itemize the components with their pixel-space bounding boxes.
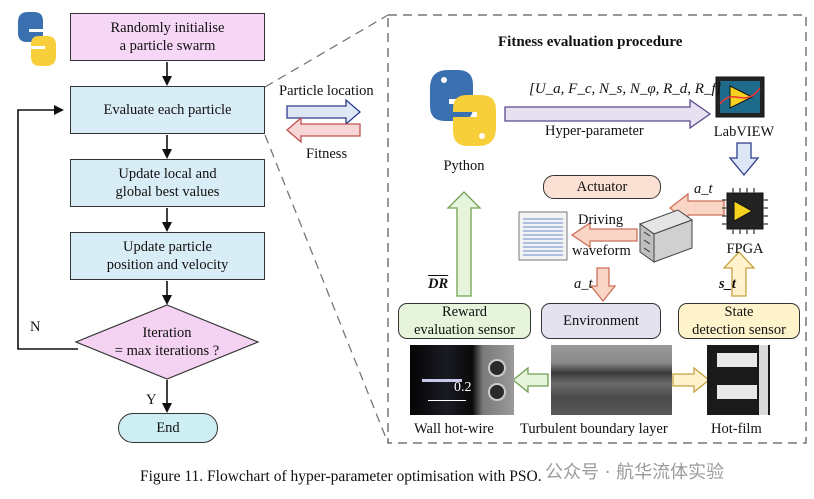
update-best-line-2: global best values [115, 184, 220, 200]
turbulent-wallwire-arrow [511, 366, 549, 394]
procedure-frame [387, 14, 807, 444]
reward-python-arrow [446, 191, 482, 297]
state-label: s_t [719, 276, 736, 292]
hot-film-photo [707, 345, 770, 415]
device-waveform-arrow [570, 221, 638, 249]
waveform-image [518, 211, 568, 261]
hyper-parameter-label: Hyper-parameter [545, 123, 644, 139]
update-best-box: Update local and global best values [70, 159, 265, 207]
state-fpga-arrow [722, 251, 756, 297]
end-label: End [156, 420, 180, 436]
update-best-line-1: Update local and [118, 166, 217, 182]
update-position-line-1: Update particle [123, 239, 212, 255]
end-box: End [118, 413, 218, 443]
init-line-2: a particle swarm [119, 38, 216, 54]
hyper-parameter-arrow [504, 98, 712, 130]
drag-reduction-label: DR [428, 276, 449, 292]
driving-label: Driving [578, 212, 624, 228]
zoom-line-top [264, 14, 389, 88]
particle-location-label: Particle location [279, 83, 374, 99]
fpga-chip-icon [722, 188, 768, 234]
environment-action-label: a_t [574, 276, 593, 292]
hyper-parameter-list: [U_a, F_c, N_s, N_φ, R_d, R_f] [529, 81, 722, 97]
update-position-box: Update particle position and velocity [70, 232, 265, 280]
evaluate-box: Evaluate each particle [70, 86, 265, 134]
iteration-diamond [74, 304, 260, 380]
init-box: Randomly initialise a particle swarm [70, 13, 265, 61]
python-logo-small [18, 12, 56, 66]
scale-label: 0.2 [454, 380, 472, 395]
wall-hot-wire-photo: 0.2 [410, 345, 514, 415]
python-label: Python [443, 158, 485, 174]
fpga-action-label: a_t [694, 181, 713, 197]
environment-label: Environment [563, 313, 639, 329]
python-logo-large [430, 70, 496, 146]
fitness-label: Fitness [306, 146, 348, 162]
no-label: N [30, 319, 41, 335]
fitness-arrow [286, 116, 361, 144]
arrow-loop-back [17, 105, 78, 350]
zoom-line-bottom [264, 134, 389, 444]
waveform-label: waveform [572, 243, 631, 259]
particle-location-arrow [286, 98, 361, 126]
evaluate-label: Evaluate each particle [103, 102, 232, 118]
turbulent-hotfilm-arrow [672, 366, 711, 394]
update-position-line-2: position and velocity [106, 257, 229, 273]
hot-film-label: Hot-film [711, 421, 762, 437]
watermark: 公众号 · 航华流体实验 [545, 462, 725, 483]
yes-label: Y [146, 392, 157, 408]
init-line-1: Randomly initialise [110, 20, 225, 36]
wall-hot-wire-label: Wall hot-wire [414, 421, 494, 437]
actuator-label: Actuator [576, 179, 628, 195]
fpga-label: FPGA [726, 241, 764, 257]
amplifier-device [638, 209, 694, 263]
turbulent-boundary-layer-photo [551, 345, 672, 415]
figure-caption: Figure 11. Flowchart of hyper-parameter … [140, 468, 542, 485]
actuator-environment-arrow [589, 267, 617, 303]
labview-fpga-arrow [728, 142, 760, 177]
environment-box: Environment [541, 303, 661, 339]
turbulent-label: Turbulent boundary layer [520, 421, 668, 437]
labview-icon [715, 76, 765, 118]
procedure-title: Fitness evaluation procedure [498, 34, 683, 50]
labview-label: LabVIEW [713, 124, 775, 140]
actuator-box: Actuator [543, 175, 661, 199]
iteration-label: Iteration= max iterations ? [114, 325, 220, 359]
